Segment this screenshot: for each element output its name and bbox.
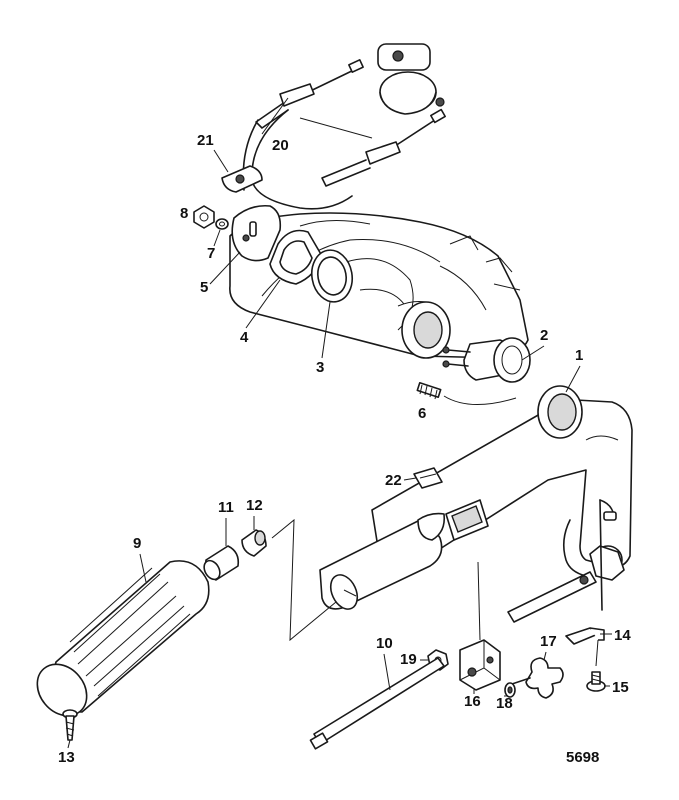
friction-block-16 <box>459 561 501 691</box>
clip-22 <box>413 467 443 489</box>
callout-20: 20 <box>272 137 289 154</box>
grommet-2 <box>442 337 531 383</box>
callout-15: 15 <box>612 679 629 696</box>
callout-11: 11 <box>218 499 234 516</box>
shift-handle-assembly <box>507 499 625 623</box>
callout-21: 21 <box>197 132 214 149</box>
shift-cable-assembly <box>242 43 446 210</box>
assembly-path-line <box>271 518 337 642</box>
callout-13: 13 <box>58 749 75 766</box>
cable-anchor-part <box>221 165 263 193</box>
grip-9 <box>36 560 210 717</box>
callout-6: 6 <box>418 405 426 422</box>
gasket-3 <box>310 249 354 303</box>
callout-16: 16 <box>464 693 481 710</box>
cover-plate-5 <box>231 204 282 262</box>
callout-2: 2 <box>540 327 548 344</box>
callout-4: 4 <box>240 329 249 346</box>
screw-13 <box>62 709 78 741</box>
callout-18: 18 <box>496 695 513 712</box>
insert-12 <box>241 529 267 557</box>
knob-17 <box>505 657 564 699</box>
callout-17: 17 <box>540 633 557 650</box>
figure-number: 5698 <box>566 749 599 766</box>
bushing-11 <box>203 545 240 581</box>
stud-6 <box>416 381 517 406</box>
rod-10 <box>309 657 445 750</box>
nut-8 <box>193 205 215 229</box>
callout-12: 12 <box>246 497 263 514</box>
callout-1: 1 <box>575 347 583 364</box>
callout-22: 22 <box>385 472 402 489</box>
screw-15 <box>586 639 606 692</box>
callout-10: 10 <box>376 635 393 652</box>
callout-labels: 1 2 3 4 5 6 7 8 9 10 11 12 13 14 15 16 1… <box>58 132 631 766</box>
washer-18 <box>504 682 516 698</box>
powerhead-outline <box>229 212 529 359</box>
callout-9: 9 <box>133 535 141 552</box>
plate-14 <box>565 627 605 645</box>
callout-14: 14 <box>614 627 631 644</box>
washer-7 <box>215 218 229 230</box>
callout-3: 3 <box>316 359 324 376</box>
callout-7: 7 <box>207 245 215 262</box>
tiller-arm-1 <box>319 385 633 610</box>
callout-19: 19 <box>400 651 417 668</box>
callout-5: 5 <box>200 279 208 296</box>
callout-8: 8 <box>180 205 188 222</box>
